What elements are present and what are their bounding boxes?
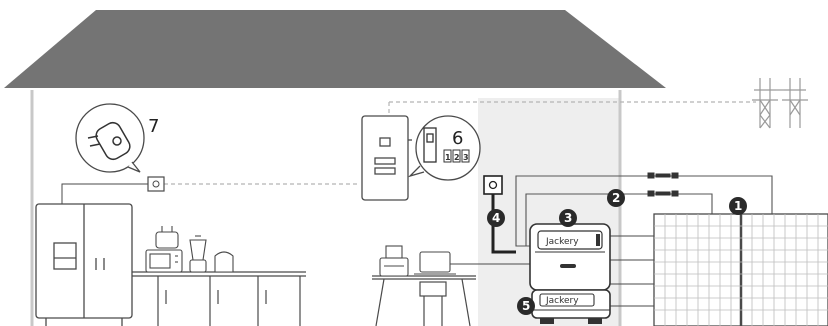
grid-connection-line <box>164 101 756 185</box>
battery-main-unit <box>529 223 611 291</box>
toaster-icon <box>155 226 179 249</box>
laptop-icon <box>414 251 456 275</box>
house-roof <box>4 10 666 88</box>
office-chair <box>419 281 447 326</box>
badge-panels-number: 1 <box>734 199 742 213</box>
badge-connector: 2 <box>607 189 625 207</box>
power-grid-tower-icon <box>752 78 808 129</box>
badge-panels: 1 <box>729 197 747 215</box>
smart-plug-icon <box>87 121 131 161</box>
solar-panel-array <box>653 213 828 326</box>
wall-outlet-right <box>483 175 503 195</box>
breaker-cell-1: 1 <box>445 153 451 162</box>
microwave-icon <box>145 249 183 273</box>
badge-expansion: 5 <box>517 297 535 315</box>
battery-expansion-unit <box>531 289 611 324</box>
expansion-brand-label: Jackery <box>545 296 579 306</box>
wall-outlet-left <box>147 176 165 192</box>
kitchen-counter <box>132 271 306 326</box>
kettle-icon <box>214 251 234 273</box>
badge-battery-number: 3 <box>564 211 572 225</box>
breaker-cell-3: 3 <box>463 153 469 162</box>
badge-connector-number: 2 <box>612 191 620 205</box>
smart-plug-bubble <box>75 103 145 173</box>
breaker-module-icon <box>423 127 437 163</box>
inline-connector-icon <box>647 172 679 197</box>
badge-outlet-cable-number: 4 <box>492 211 500 225</box>
blender-icon <box>189 235 207 273</box>
badge-expansion-number: 5 <box>522 299 530 313</box>
callout-smart-plug: 7 <box>148 116 159 137</box>
electrical-panel <box>361 115 412 201</box>
callout-breaker: 6 <box>452 128 463 149</box>
battery-brand-label: Jackery <box>545 237 579 247</box>
refrigerator <box>35 203 133 326</box>
breaker-bubble: 1 2 3 <box>407 115 481 181</box>
badge-battery: 3 <box>559 209 577 227</box>
house-walls <box>30 90 622 326</box>
fridge-power-line <box>61 183 148 204</box>
badge-outlet-cable: 4 <box>487 209 505 227</box>
breaker-cell-2: 2 <box>454 153 460 162</box>
printer-icon <box>379 245 409 277</box>
breaker-cells: 1 2 3 <box>443 149 470 163</box>
